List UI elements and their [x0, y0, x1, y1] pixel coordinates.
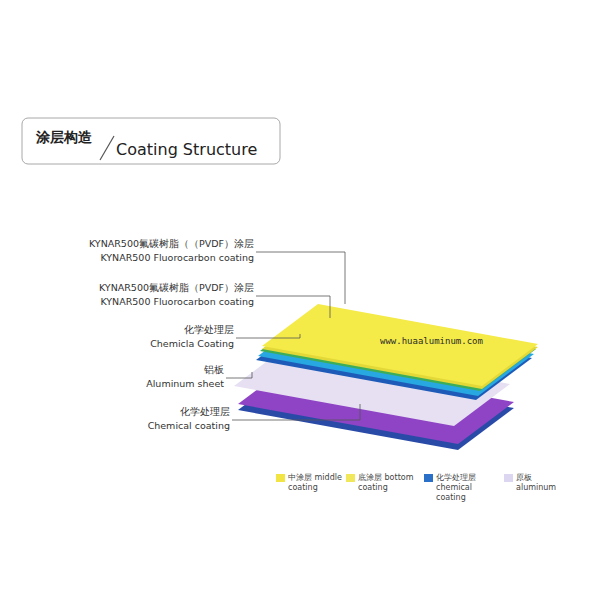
layer-label: Chemical coating	[148, 420, 230, 432]
legend-swatch	[424, 474, 433, 482]
layer-label: Aluminum sheet	[146, 378, 224, 390]
legend-swatch	[346, 474, 355, 482]
title-zh: 涂层构造	[36, 129, 92, 147]
layer-label: KYNAR500氟碳树脂（（PVDF）涂层	[89, 238, 254, 250]
layer-label: KYNAR500 Fluorocarbon coating	[100, 296, 254, 308]
watermark: www.huaaluminum.com	[380, 336, 483, 346]
legend-text: 原板 aluminum	[516, 473, 574, 493]
layer-label: KYNAR500 Fluorocarbon coating	[100, 252, 254, 264]
legend-text: 化学处理层 chemical coating	[436, 473, 494, 503]
legend-text: 中涂层 middle coating	[288, 473, 346, 493]
layer-label: 铝板	[204, 364, 224, 376]
legend-text: 底涂层 bottom coating	[358, 473, 416, 493]
layer-label: KYNAR500氟碳树脂（PVDF）涂层	[99, 282, 254, 294]
legend-swatch	[504, 474, 513, 482]
title-en: Coating Structure	[116, 140, 257, 159]
layer-label: 化学处理层	[184, 324, 234, 336]
coating-layer	[262, 304, 538, 386]
layer-label: Chemicla Coating	[150, 338, 234, 350]
legend-swatch	[276, 474, 285, 482]
layer-label: 化学处理层	[180, 406, 230, 418]
